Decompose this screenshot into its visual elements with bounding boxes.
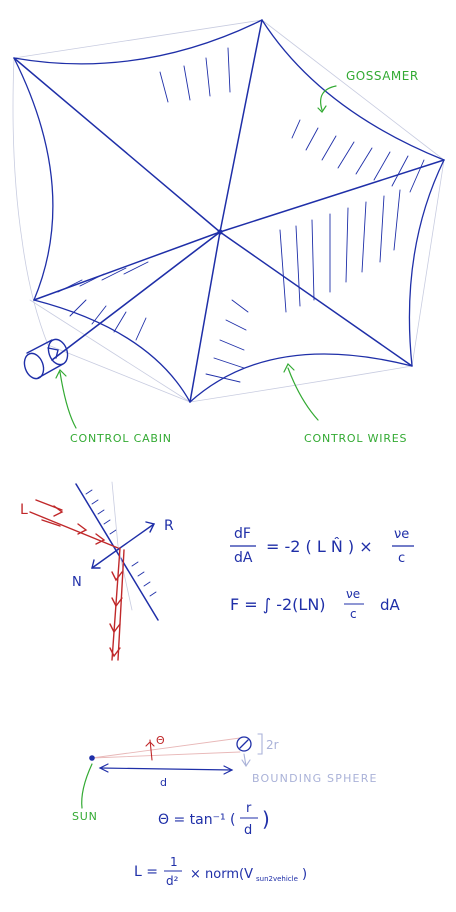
eq4-sub: sun2vehicle (256, 875, 298, 883)
eq1-rhs: = -2 ( L N̂ ) × (266, 537, 373, 556)
equation-4: L = 1 d² × norm(V sun2vehicle ) (134, 855, 307, 888)
sun-leader (81, 763, 93, 809)
eq2-main: F = ∫ -2(LN) (230, 595, 326, 614)
incident-light (29, 499, 125, 661)
eq1-frac-den: c (398, 551, 405, 566)
sail-hub (217, 229, 223, 235)
tangent-line-upper (91, 737, 241, 759)
eq3-main: Θ = tan⁻¹ ( (158, 812, 236, 828)
label-leaders (55, 85, 337, 429)
normal-vector-R (119, 523, 155, 549)
eq4-close: ) (302, 867, 307, 882)
sail-outline (13, 19, 445, 403)
distance-arrow (99, 767, 233, 771)
vector-L-label: L (20, 502, 28, 518)
eq3-close: ) (262, 807, 270, 831)
equation-1: dF dA = -2 ( L N̂ ) × νe c (230, 526, 414, 566)
sun-label: SUN (72, 810, 98, 823)
eq4-main: L = (134, 864, 158, 880)
sun-geometry-diagram (81, 733, 263, 809)
vector-R-label: R (164, 518, 174, 534)
radius-label: 2r (266, 738, 279, 752)
sun-point (89, 755, 95, 761)
radius-bracket (257, 733, 263, 755)
control-cabin-drawing (23, 338, 69, 380)
normal-vector-N (91, 547, 121, 569)
eq2-frac-num: νe (346, 587, 360, 601)
mirror-hatch (85, 489, 157, 597)
eq1-frac-num: νe (394, 527, 409, 542)
tangent-line-lower (91, 751, 241, 759)
mirror-line (75, 483, 159, 621)
eq4-num: 1 (170, 855, 178, 869)
eq3-num: r (246, 801, 252, 816)
reflection-diagram (29, 481, 159, 661)
vector-N-label: N (72, 575, 82, 590)
theta-label: Θ (156, 734, 165, 747)
eq4-tail: × norm(V (190, 867, 253, 882)
sail-spars (13, 19, 445, 403)
projected-ray (111, 481, 133, 611)
eq2-tail: dA (380, 596, 401, 614)
eq4-den: d² (166, 874, 179, 888)
eq1-lhs-den: dA (234, 550, 253, 566)
label-control-cabin: CONTROL CABIN (70, 432, 172, 445)
bounding-sphere-label: BOUNDING SPHERE (252, 772, 378, 785)
equation-2: F = ∫ -2(LN) νe c dA (230, 587, 401, 621)
distance-label: d (160, 776, 167, 789)
eq3-den: d (244, 823, 252, 838)
equation-3: Θ = tan⁻¹ ( r d ) (158, 801, 270, 838)
eq2-frac-den: c (350, 607, 357, 621)
label-gossamer: GOSSAMER (346, 69, 419, 83)
label-control-wires: CONTROL WIRES (304, 432, 407, 445)
sail-hatching (57, 47, 425, 383)
eq1-lhs-num: dF (234, 526, 251, 542)
sail-guy-lines (12, 19, 445, 403)
solar-sail-diagram (12, 19, 445, 429)
bounding-sphere (236, 736, 252, 752)
